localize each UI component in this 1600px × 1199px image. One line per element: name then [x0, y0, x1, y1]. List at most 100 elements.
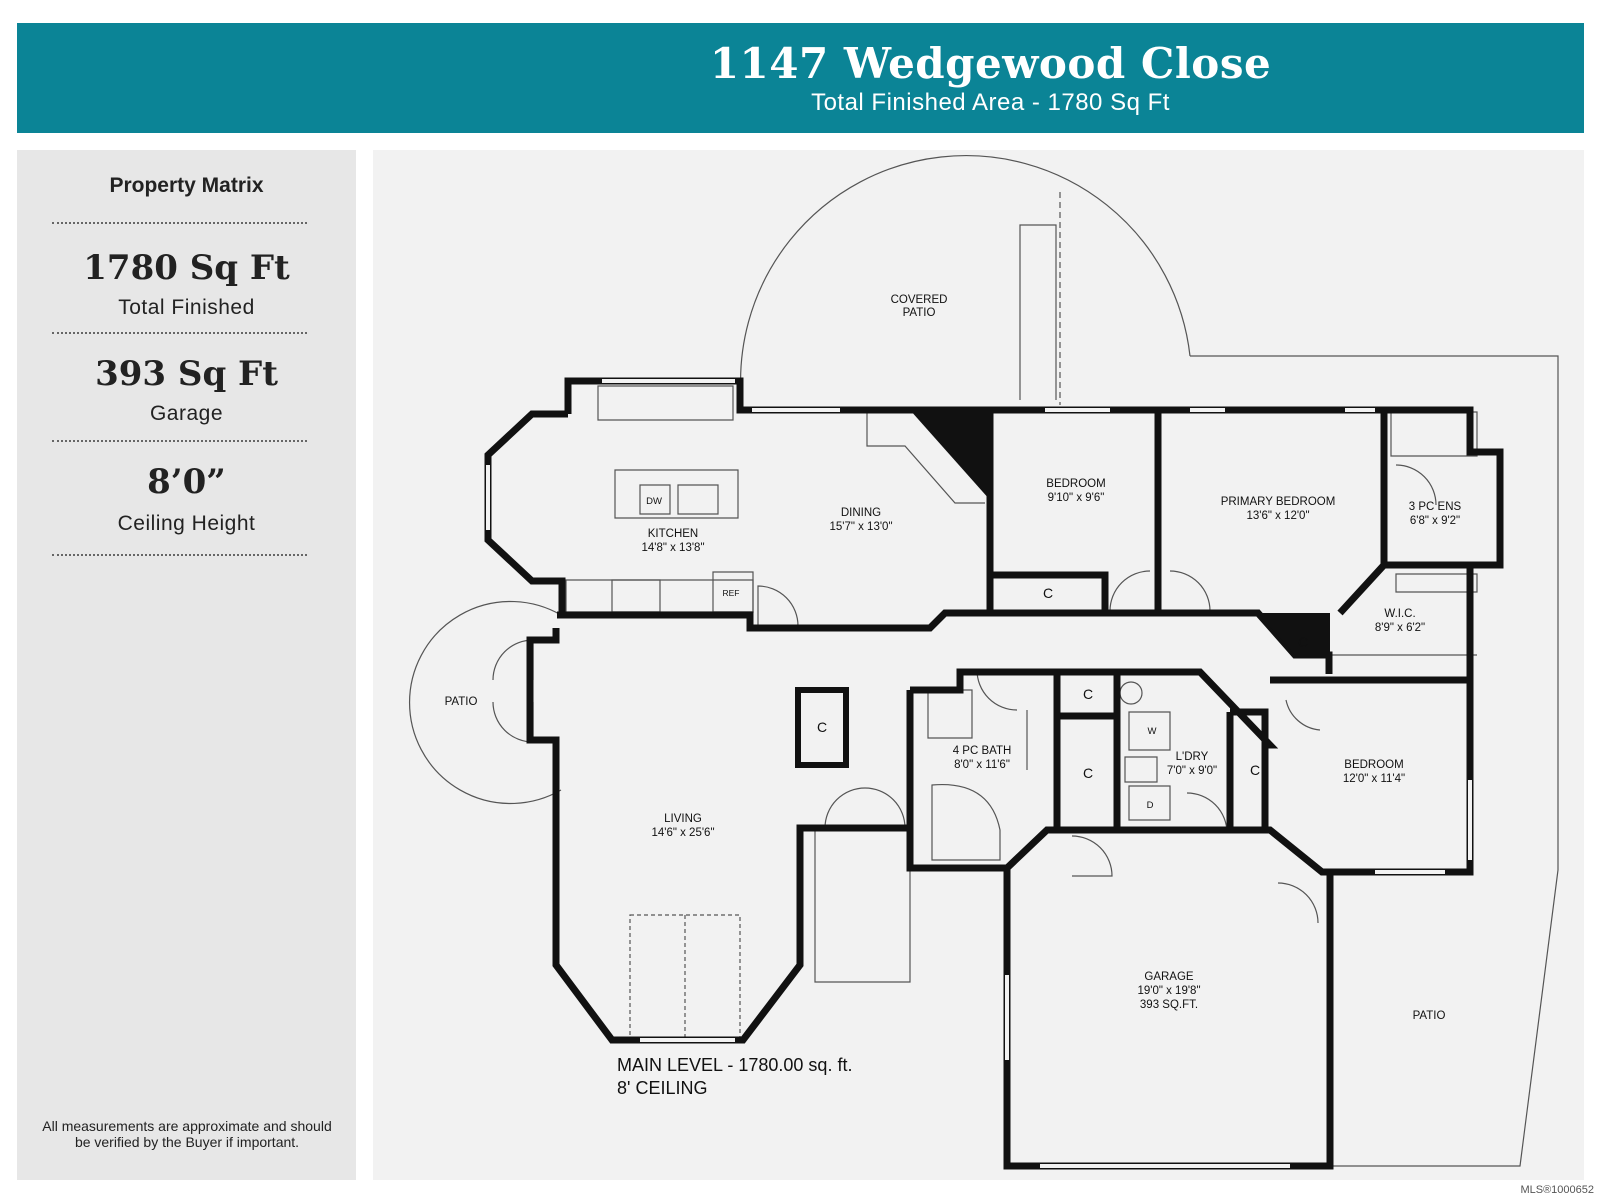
label-kitchen-size: 14'8" x 13'8" — [641, 542, 704, 554]
covered-patio-outline — [740, 155, 1191, 407]
bath-laundry-north-wall — [910, 668, 1279, 749]
property-matrix-panel: Property Matrix 1780 Sq Ft Total Finishe… — [17, 150, 356, 1180]
label-washer: W — [1148, 726, 1157, 737]
label-bath: 4 PC BATH — [953, 745, 1012, 757]
disclaimer-text: All measurements are approximate and sho… — [42, 1118, 332, 1150]
panel-heading: Property Matrix — [109, 174, 264, 197]
door-swing — [1285, 699, 1321, 731]
label-wic-size: 8'9" x 6'2" — [1375, 622, 1425, 634]
door-swing — [1395, 464, 1437, 506]
label-garage-size: 19'0" x 19'8" — [1137, 985, 1200, 997]
living-wall — [526, 628, 910, 1044]
label-dining-size: 15'7" x 13'0" — [829, 521, 892, 533]
dishwasher — [639, 484, 671, 515]
divider — [52, 440, 307, 442]
label-primary-bedroom-size: 13'6" x 12'0" — [1246, 510, 1309, 522]
stat-garage-label: Garage — [149, 402, 224, 425]
ensuite-wall — [1380, 410, 1470, 569]
water-heater — [1119, 681, 1143, 705]
bathtub — [931, 783, 1001, 861]
central-corridor-wall — [557, 609, 1333, 674]
stove — [611, 579, 661, 613]
label-bath-size: 8'0" x 11'6" — [954, 759, 1010, 771]
door-swing — [1277, 882, 1319, 924]
floorplan-area: COVERED PATIO KITCHEN 14'8" x 13'8" DINI… — [373, 150, 1584, 1180]
shower-bath — [927, 689, 973, 739]
label-covered-patio: COVERED — [891, 294, 948, 306]
door-swing — [1169, 570, 1211, 612]
label-patio-east: PATIO — [1413, 1010, 1446, 1022]
label-bedroom-1-size: 9'10" x 9'6" — [1048, 492, 1105, 504]
counter-north — [597, 385, 734, 421]
ceiling-note: 8' CEILING — [617, 1078, 707, 1098]
door-swing — [824, 787, 866, 829]
entry-deck-outline — [814, 827, 911, 983]
label-closet: C — [1043, 585, 1053, 601]
total-area-subtitle: Total Finished Area - 1780 Sq Ft — [811, 89, 1170, 116]
label-living-size: 14'6" x 25'6" — [651, 827, 714, 839]
dining-built-in — [866, 412, 985, 504]
stat-garage-value: 393 Sq Ft — [95, 354, 278, 394]
divider — [52, 332, 307, 334]
label-closet: C — [1083, 686, 1093, 702]
label-dryer: D — [1147, 800, 1154, 811]
door-swing — [1071, 835, 1113, 877]
label-laundry: L'DRY — [1176, 751, 1209, 763]
door-swing — [976, 669, 1018, 711]
dryer — [1128, 785, 1171, 821]
stat-ceiling-label: Ceiling Height — [117, 512, 256, 535]
door-swing — [1186, 792, 1228, 834]
label-bedroom-1: BEDROOM — [1046, 478, 1105, 490]
label-dishwasher: DW — [646, 496, 662, 507]
kitchen-island — [614, 469, 739, 519]
wic-wall — [1337, 562, 1387, 616]
stat-finished-value: 1780 Sq Ft — [83, 248, 290, 288]
label-patio-west: PATIO — [445, 696, 478, 708]
kitchen-bay-wall — [484, 410, 568, 615]
label-living: LIVING — [664, 813, 702, 825]
laundry-sink — [1124, 756, 1158, 783]
divider — [52, 222, 307, 224]
address-title: 1147 Wedgewood Close — [709, 39, 1272, 88]
label-bedroom-2: BEDROOM — [1344, 759, 1403, 771]
label-garage-area: 393 SQ.FT. — [1140, 999, 1198, 1011]
post-outline — [1019, 224, 1057, 400]
sink — [677, 484, 719, 515]
west-patio-outline — [409, 600, 562, 805]
label-bedroom-2-size: 12'0" x 11'4" — [1343, 773, 1405, 785]
label-garage: GARAGE — [1144, 971, 1194, 983]
washer — [1128, 711, 1171, 751]
label-covered-patio-2: PATIO — [903, 307, 936, 319]
wic-shelf — [1395, 573, 1478, 593]
floorplan-drawing: COVERED PATIO KITCHEN 14'8" x 13'8" DINI… — [409, 155, 1559, 1170]
shower-ens — [1390, 411, 1478, 457]
label-laundry-size: 7'0" x 9'0" — [1167, 765, 1217, 777]
door-swing — [1109, 570, 1151, 612]
label-closet: C — [1250, 762, 1260, 778]
label-ensuite-size: 6'8" x 9'2" — [1410, 515, 1460, 527]
level-note: MAIN LEVEL - 1780.00 sq. ft. — [617, 1055, 852, 1075]
label-closet: C — [1083, 765, 1093, 781]
label-fridge: REF — [723, 588, 740, 598]
header-banner: 1147 Wedgewood Close Total Finished Area… — [17, 23, 1584, 133]
closet-living — [795, 687, 849, 768]
label-closet: C — [1298, 634, 1308, 650]
wall-fill — [1258, 613, 1330, 655]
closet-bedroom2 — [1230, 708, 1269, 830]
garage-wall — [1003, 868, 1334, 1170]
label-kitchen: KITCHEN — [648, 528, 698, 540]
label-primary-bedroom: PRIMARY BEDROOM — [1221, 496, 1336, 508]
label-closet: C — [817, 719, 827, 735]
mls-number: MLS®1000652 — [1520, 1184, 1594, 1196]
label-ensuite: 3 PC ENS — [1409, 501, 1462, 513]
stat-ceiling-value: 8’0” — [147, 462, 226, 502]
east-patio-outline — [1190, 355, 1559, 1167]
door-swing — [864, 787, 906, 829]
divider — [52, 554, 307, 556]
label-wic: W.I.C. — [1384, 608, 1415, 620]
north-bedrooms-wall — [990, 406, 1504, 674]
closet-wall — [990, 571, 1109, 613]
stat-finished-label: Total Finished — [118, 296, 255, 319]
door-swing — [757, 585, 799, 627]
wall-fill — [910, 410, 990, 500]
